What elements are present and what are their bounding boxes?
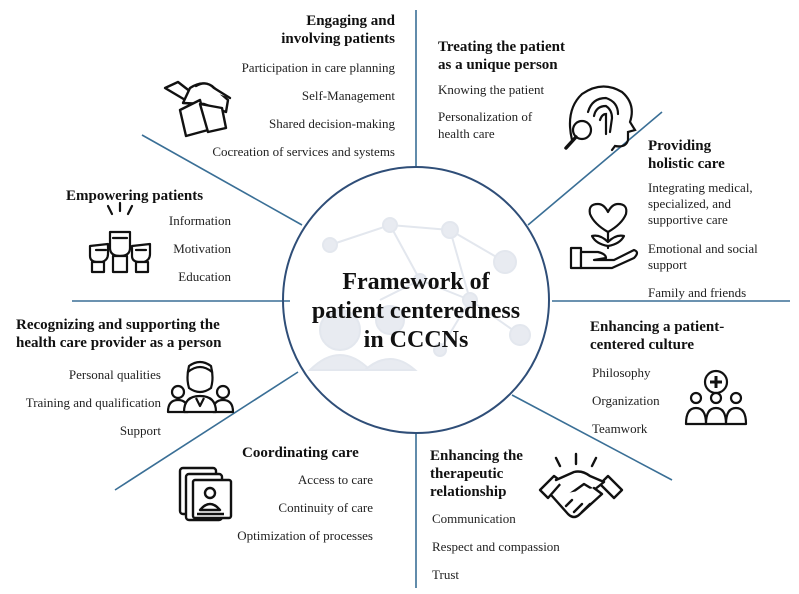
segment-empowering-title-1: Empowering patients <box>66 188 204 204</box>
segment-empowering-item: Motivation <box>173 241 231 256</box>
segment-engaging-title-2: involving patients <box>281 31 395 47</box>
segment-treating-title-2: as a unique person <box>438 57 558 73</box>
divider-upper-right <box>527 111 663 226</box>
background-network <box>307 217 531 371</box>
raised-fists-icon <box>88 201 152 274</box>
divider-upper-left <box>141 134 303 226</box>
segment-therapeutic-item: Respect and compassion <box>432 539 560 554</box>
segment-holistic-item: support <box>648 257 687 272</box>
segment-holistic-title-2: holistic care <box>648 156 725 172</box>
segment-engaging-item: Participation in care planning <box>241 60 395 75</box>
segment-culture-item: Teamwork <box>592 421 648 436</box>
segment-dividers <box>72 10 790 588</box>
segment-coordinating-item: Optimization of processes <box>237 528 373 543</box>
segment-engaging-item: Cocreation of services and systems <box>212 144 395 159</box>
fingerprint-head-icon <box>564 85 637 152</box>
segment-provider-item: Support <box>119 423 161 438</box>
hand-heart-plant-icon <box>569 202 639 270</box>
center-circle <box>282 166 550 434</box>
segment-treating-item: Knowing the patient <box>438 82 545 97</box>
divider-lower-left <box>114 371 299 491</box>
segment-provider-item: Training and qualification <box>25 395 161 410</box>
segment-empowering-item: Information <box>168 213 231 228</box>
segment-coordinating-item: Access to care <box>297 472 373 487</box>
segment-empowering-item: Education <box>178 269 231 284</box>
segment-therapeutic-title-2: therapeutic <box>430 466 504 482</box>
segment-treating-item: Personalization of <box>438 109 533 124</box>
segment-engaging-item: Self-Management <box>301 88 395 103</box>
segment-treating-item: health care <box>438 126 495 141</box>
segment-culture-title-2: centered culture <box>590 337 694 353</box>
center-title: Framework of patient centeredness in CCC… <box>296 268 536 355</box>
segment-holistic-item: Integrating medical, <box>648 180 753 195</box>
segment-therapeutic-item: Trust <box>432 567 459 582</box>
segment-holistic-item: specialized, and <box>648 196 732 211</box>
segment-engaging-item: Shared decision-making <box>269 116 395 131</box>
segment-culture-item: Organization <box>592 393 660 408</box>
segment-culture-item: Philosophy <box>592 365 651 380</box>
segment-culture-title-1: Enhancing a patient- <box>590 319 725 335</box>
segment-therapeutic-item: Communication <box>432 511 516 526</box>
segment-holistic-item: Emotional and social <box>648 241 758 256</box>
center-title-line-1: Framework of <box>342 269 490 295</box>
segment-holistic-item: Family and friends <box>648 285 747 300</box>
segment-holistic-title-1: Providing <box>648 138 712 154</box>
segment-holistic-item: supportive care <box>648 212 728 227</box>
segment-therapeutic-title-1: Enhancing the <box>430 448 523 464</box>
care-staff-icon <box>166 360 235 414</box>
handshake-icon <box>538 452 624 519</box>
center-title-line-3: in CCCNs <box>363 327 469 353</box>
segment-provider-item: Personal qualities <box>68 367 161 382</box>
segment-coordinating-title-1: Coordinating care <box>242 445 359 461</box>
segment-therapeutic-title-3: relationship <box>430 484 507 500</box>
divider-lower-right <box>511 394 673 481</box>
segment-coordinating-item: Continuity of care <box>278 500 373 515</box>
segment-provider-title-2: health care provider as a person <box>16 335 222 351</box>
patient-files-icon <box>178 466 233 522</box>
segment-provider-title-1: Recognizing and supporting the <box>16 317 220 333</box>
center-title-line-2: patient centeredness <box>311 298 521 324</box>
hands-together-icon <box>163 80 232 138</box>
team-medical-icon <box>684 369 748 426</box>
segment-treating-title-1: Treating the patient <box>438 39 565 55</box>
segment-engaging-title-1: Engaging and <box>306 13 395 29</box>
